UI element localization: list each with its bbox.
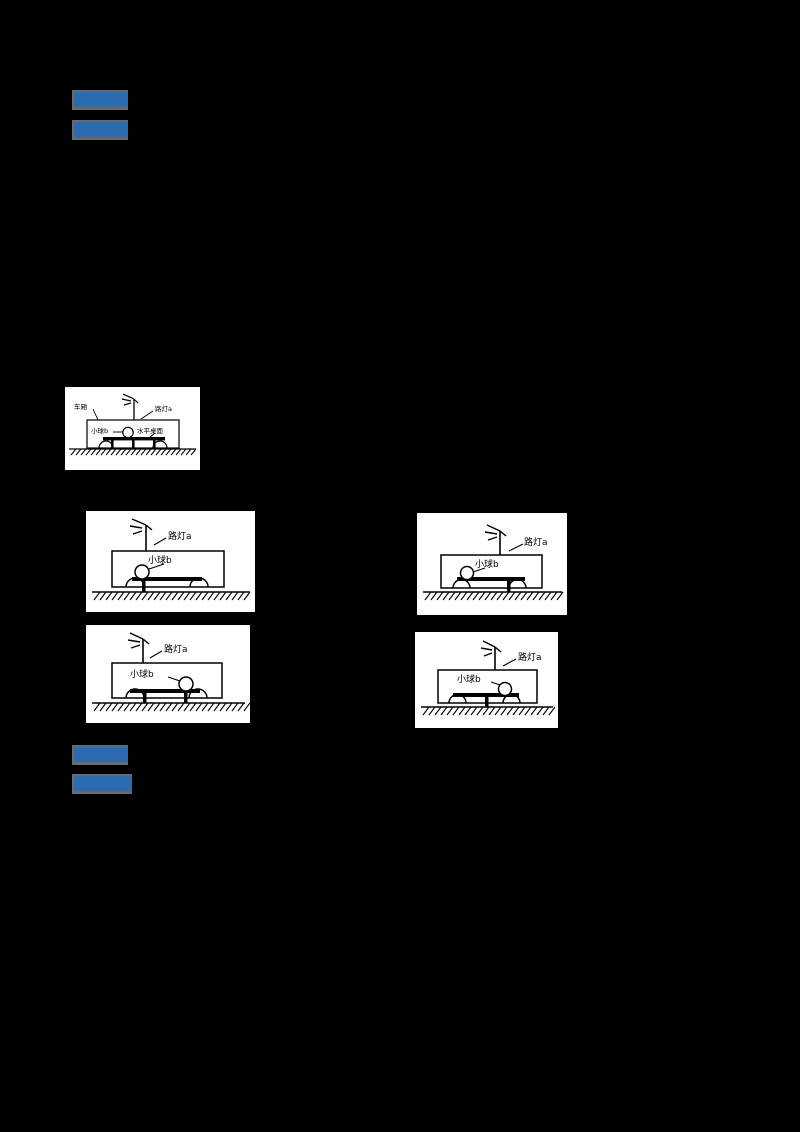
option-d-panel: 路灯a 小球b — [415, 632, 558, 728]
option-c-panel: 路灯a 小球b — [86, 625, 250, 723]
label-lamp: 路灯a — [518, 651, 542, 663]
reference-figure-panel: 车厢 路灯a 小球b 水平桌面 — [65, 387, 200, 470]
label-ball: 小球b — [130, 668, 154, 680]
option-c-drawing: 路灯a 小球b — [92, 632, 250, 712]
obscured-text-block-2: ████████ — [72, 120, 128, 140]
obscured-text-3: ████████ — [74, 747, 128, 763]
option-b-panel: 路灯a 小球b — [417, 513, 567, 615]
obscured-text-block-1: ████████ — [72, 90, 128, 110]
option-b-drawing: 路灯a 小球b — [423, 524, 564, 601]
obscured-text-block-4: █████████ — [72, 774, 132, 794]
option-d-drawing: 路灯a 小球b — [421, 640, 556, 716]
obscured-text-1: ████████ — [74, 92, 128, 108]
label-ball: 小球b — [91, 426, 108, 435]
reference-figure-drawing: 车厢 路灯a 小球b 水平桌面 — [69, 393, 197, 456]
obscured-text-4: █████████ — [74, 776, 132, 792]
label-lamp: 路灯a — [164, 643, 188, 655]
label-ball: 小球b — [148, 554, 172, 566]
label-ball: 小球b — [475, 558, 499, 570]
obscured-text-block-3: ████████ — [72, 745, 128, 765]
label-ball: 小球b — [457, 673, 481, 685]
option-a-drawing: 路灯a 小球b — [92, 518, 251, 601]
label-car: 车厢 — [74, 402, 88, 411]
label-lamp: 路灯a — [524, 536, 548, 548]
obscured-text-2: ████████ — [74, 122, 128, 138]
label-table: 水平桌面 — [137, 426, 164, 435]
label-lamp: 路灯a — [155, 404, 172, 413]
label-lamp: 路灯a — [168, 530, 192, 542]
option-a-panel: 路灯a 小球b — [86, 511, 255, 612]
